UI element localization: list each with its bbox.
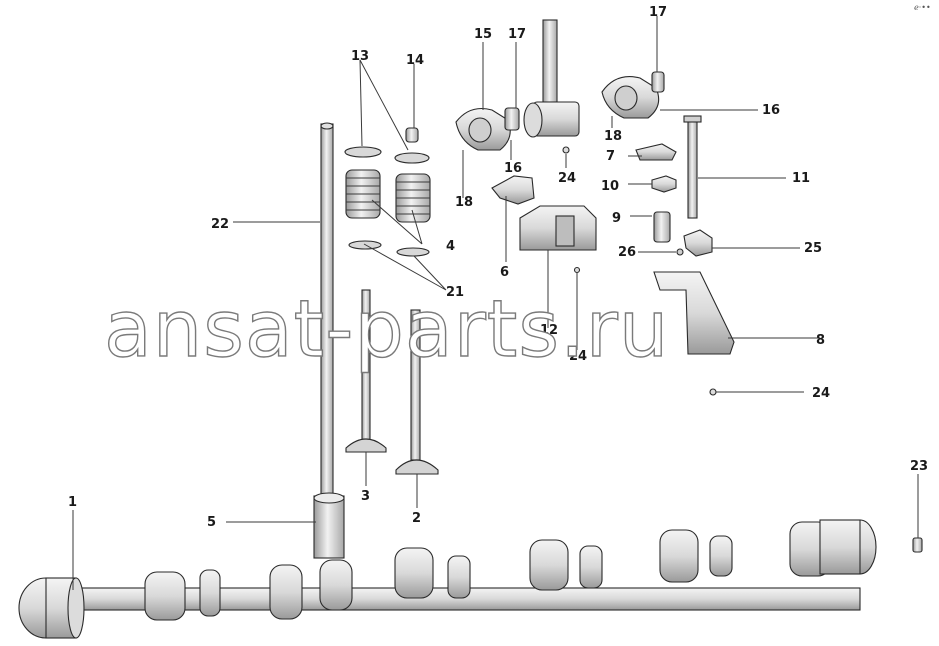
cam-lobes: [144, 521, 831, 621]
valve-springs: [345, 169, 431, 223]
intake-valve: [395, 309, 439, 475]
callout-2: 2: [412, 511, 421, 526]
callout-8: 8: [816, 333, 825, 348]
callout-17-left: 17: [508, 27, 526, 42]
leader-lines: [72, 16, 919, 590]
nut-10: [651, 175, 677, 193]
callout-15: 15: [474, 27, 492, 42]
callout-9: 9: [612, 211, 621, 226]
callout-13: 13: [351, 49, 369, 64]
callout-16-left: 16: [504, 161, 522, 176]
valve-spring-retainers: [344, 146, 430, 164]
corner-mark: ℯ·••: [914, 3, 931, 12]
callout-18-right: 18: [604, 129, 622, 144]
lever-25: [683, 229, 713, 257]
callout-23: 23: [910, 459, 928, 474]
callout-17-right: 17: [649, 5, 667, 20]
callout-7: 7: [606, 149, 615, 164]
callout-16-right: 16: [762, 103, 780, 118]
rocker-arm-left: [455, 107, 520, 151]
callout-24-middle: 24: [569, 349, 587, 364]
rocker-bracket-6: [491, 175, 535, 205]
callout-18-left: 18: [455, 195, 473, 210]
callout-11: 11: [792, 171, 810, 186]
spring-seats: [348, 240, 430, 257]
tappet: [313, 492, 345, 559]
callout-21: 21: [446, 285, 464, 300]
watermark-text: ansat-parts.ru: [104, 285, 669, 375]
bolt-11: [683, 115, 702, 219]
bracket-8: [653, 271, 735, 355]
valve-keeper: [405, 127, 419, 143]
callout-4: 4: [446, 239, 455, 254]
plug-23: [912, 537, 923, 553]
rocker-arm-right: [601, 71, 665, 119]
callout-6: 6: [500, 265, 509, 280]
callout-12: 12: [540, 323, 558, 338]
callout-3: 3: [361, 489, 370, 504]
callout-24-top: 24: [558, 171, 576, 186]
rocker-support-12: [519, 205, 597, 251]
clamp-7: [635, 143, 677, 161]
callout-1: 1: [68, 495, 77, 510]
callout-5: 5: [207, 515, 216, 530]
callout-24-right: 24: [812, 386, 830, 401]
callout-26: 26: [618, 245, 636, 260]
bushing-9: [653, 211, 671, 243]
callout-25: 25: [804, 241, 822, 256]
callout-10: 10: [601, 179, 619, 194]
pin-26: [676, 248, 684, 256]
rocker-shaft-pedestal: [523, 19, 580, 138]
callout-14: 14: [406, 53, 424, 68]
camshaft: [18, 519, 877, 639]
exhaust-valve: [345, 289, 387, 453]
callout-22: 22: [211, 217, 229, 232]
callout-labels: 1 2 3 4 5 6 7 8 9 10 11 12 13 14 15 16 1…: [68, 5, 928, 530]
